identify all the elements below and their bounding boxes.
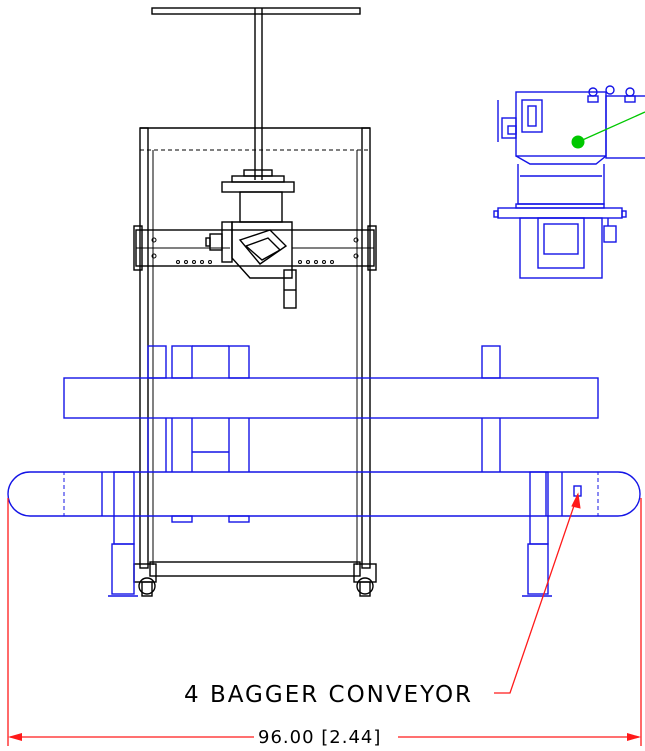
mounting-bar [133,225,377,271]
frame-posts [139,127,371,569]
upper-belt [63,377,599,419]
lower-rail [7,471,641,523]
frame-base [133,561,377,597]
conveyor-legs [108,471,552,597]
green-leader [571,111,645,149]
bagging-head [205,169,297,309]
dimension-text: 96.00 [2.44] [258,727,381,748]
bagger-frame [133,7,377,597]
conveyor-posts [147,345,501,472]
overall-dimension: 96.00 [2.44] [7,498,642,748]
side-view-unit [493,85,645,279]
conveyor-assembly [7,85,645,597]
handle-t-bar [151,7,361,180]
callout: 4 BAGGER CONVEYOR [184,492,581,708]
top-crossbar [140,127,370,151]
callout-leader [494,493,579,694]
callout-label: 4 BAGGER CONVEYOR [184,682,473,708]
